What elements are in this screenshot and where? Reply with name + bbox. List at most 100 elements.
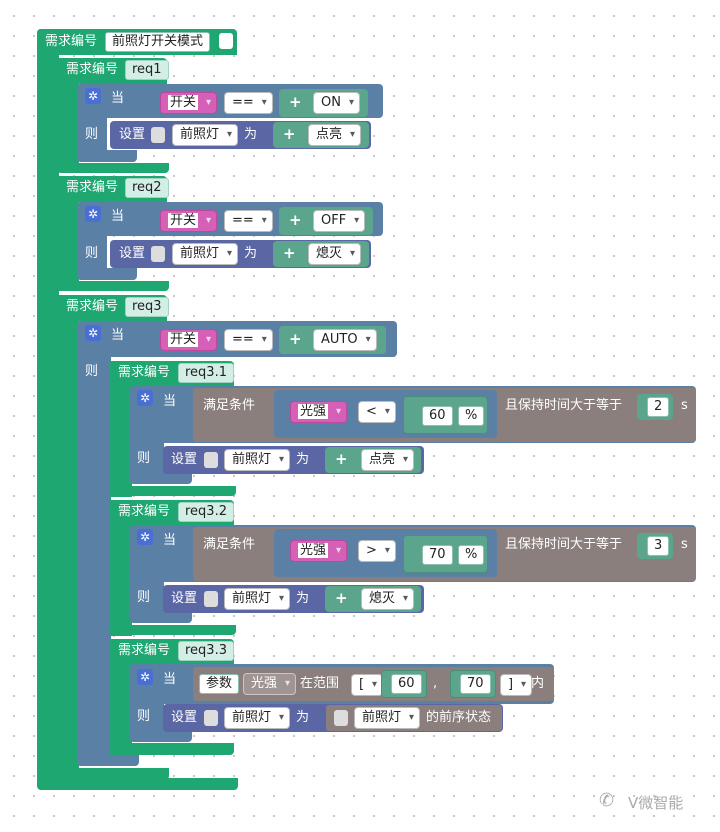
req31-action-dropdown[interactable]: 点亮 [361,449,415,471]
req32-id-field[interactable]: req3.2 [178,502,234,522]
plus-icon[interactable]: + [289,330,302,348]
req1-set-label: 设置 [119,127,146,142]
req31-to-label: 为 [296,452,310,467]
req2-value-dropdown[interactable]: OFF [313,210,366,232]
req32-seconds-field[interactable]: 3 [647,536,670,556]
req3-then-label: 则 [85,364,99,379]
req31-var-dropdown[interactable]: 光强 [290,401,348,423]
req31-op-dropdown[interactable]: < [358,401,396,423]
plus-icon[interactable]: + [283,244,296,262]
plus-icon[interactable]: + [335,450,348,468]
req3-if-body [77,321,111,766]
req2-set-slot[interactable] [151,246,165,262]
req1-if-label: 当 [111,91,125,106]
req1-to-label: 为 [244,127,258,142]
req2-var-dropdown[interactable]: 开关 [160,210,218,232]
req2-id-field[interactable]: req2 [125,178,169,198]
req1-then-label: 则 [85,127,99,142]
req1-foot [57,163,169,173]
req2-set-label: 设置 [119,246,146,261]
req32-s-label: s [681,537,688,552]
req31-value-field[interactable]: 60 [422,406,453,426]
gear-icon[interactable]: ✲ [137,529,153,545]
req33-lbracket-dropdown[interactable]: [ [351,674,384,696]
req33-prev-slot[interactable] [334,710,348,726]
req33-comma-label: , [433,676,438,691]
req1-target-dropdown[interactable]: 前照灯 [172,124,239,146]
gear-icon[interactable]: ✲ [137,390,153,406]
req3-op-dropdown[interactable]: == [224,329,273,351]
req2-action-dropdown[interactable]: 熄灭 [308,243,362,265]
req32-unit-field[interactable]: % [458,545,485,565]
req31-target-dropdown[interactable]: 前照灯 [224,449,291,471]
req33-lo-field[interactable]: 60 [391,674,422,694]
req33-var-dropdown[interactable]: 光强 [243,673,297,695]
req33-id-field[interactable]: req3.3 [178,641,234,661]
req2-target-dropdown[interactable]: 前照灯 [172,243,239,265]
req33-prev-target-dropdown[interactable]: 前照灯 [354,707,421,729]
gear-icon[interactable]: ✲ [85,325,101,341]
req2-foot [57,281,169,291]
req31-seconds-field[interactable]: 2 [647,397,670,417]
req3-value-dropdown[interactable]: AUTO [313,329,377,351]
req31-set-label: 设置 [171,452,198,467]
req32-satisfy-label: 满足条件 [203,537,256,552]
req33-set-slot[interactable] [204,710,218,726]
req33-hi-field[interactable]: 70 [460,674,491,694]
req32-action-dropdown[interactable]: 熄灭 [361,588,415,610]
req33-prev-state-label: 的前序状态 [426,710,492,725]
req32-value-field[interactable]: 70 [422,545,453,565]
req32-var-dropdown[interactable]: 光强 [290,540,348,562]
req32-target-dropdown[interactable]: 前照灯 [224,588,291,610]
req-label: 需求编号 [45,34,98,49]
plus-icon[interactable]: + [289,93,302,111]
req-block-top-spine [37,29,59,789]
req33-foot [110,743,234,755]
req31-unit-field[interactable]: % [458,406,485,426]
req33-target-dropdown[interactable]: 前照灯 [224,707,291,729]
plus-icon[interactable]: + [283,125,296,143]
req1-set-slot[interactable] [151,127,165,143]
req2-then-label: 则 [85,246,99,261]
req32-keep-label: 且保持时间大于等于 [505,537,623,552]
gear-icon[interactable]: ✲ [85,88,101,104]
req-name-field[interactable]: 前照灯开关模式 [105,32,211,52]
req31-id-field[interactable]: req3.1 [178,363,234,383]
req31-if-label: 当 [163,394,177,409]
req32-label: 需求编号 [118,504,171,519]
plus-icon[interactable]: + [289,211,302,229]
gear-icon[interactable]: ✲ [137,669,153,685]
req-slot[interactable] [219,33,233,49]
req33-spine [110,639,132,755]
req1-action-dropdown[interactable]: 点亮 [308,124,362,146]
wechat-icon: ✆ [599,790,615,811]
req32-set-slot[interactable] [204,591,218,607]
req-block-top-foot [37,778,238,790]
req1-op-dropdown[interactable]: == [224,92,273,114]
req1-value-dropdown[interactable]: ON [313,92,360,114]
req31-set-slot[interactable] [204,452,218,468]
req2-label: 需求编号 [66,180,119,195]
req2-if-foot [77,268,137,280]
gear-icon[interactable]: ✲ [85,206,101,222]
req3-label: 需求编号 [66,299,119,314]
req33-inside-label: 内 [531,676,545,691]
req32-if-label: 当 [163,533,177,548]
req32-spine [110,500,132,636]
req33-if-label: 当 [163,672,177,687]
req33-param-field[interactable]: 参数 [199,674,240,694]
req31-foot [110,486,236,496]
req33-to-label: 为 [296,710,310,725]
req2-op-dropdown[interactable]: == [224,210,273,232]
req31-then-label: 则 [137,451,151,466]
req1-id-field[interactable]: req1 [125,60,169,80]
req32-op-dropdown[interactable]: > [358,540,396,562]
req1-var-dropdown[interactable]: 开关 [160,92,218,114]
req3-id-field[interactable]: req3 [125,297,169,317]
req33-rbracket-dropdown[interactable]: ] [500,674,533,696]
req3-var-dropdown[interactable]: 开关 [160,329,218,351]
plus-icon[interactable]: + [335,589,348,607]
req32-foot [110,625,236,635]
req1-if-foot [77,150,137,162]
req1-label: 需求编号 [66,62,119,77]
